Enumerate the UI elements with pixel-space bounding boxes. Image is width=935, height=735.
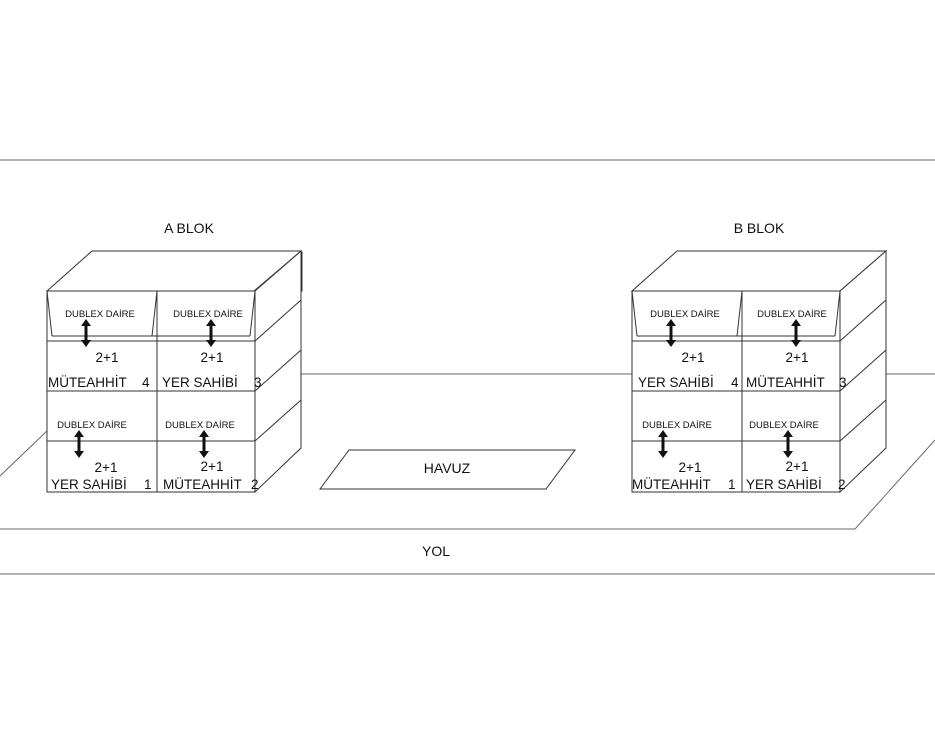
- unit-number: 1: [144, 477, 152, 492]
- site-right-edge: [854, 439, 935, 530]
- double-arrow-icon: [783, 430, 793, 458]
- unit-number: 3: [839, 375, 847, 390]
- pool-outline: [319, 449, 576, 490]
- unit-type: 2+1: [682, 350, 705, 365]
- unit-number: 2: [251, 477, 259, 492]
- unit-type: 2+1: [786, 459, 809, 474]
- a-unit-lower-right: DUBLEX DAİRE 2+1 MÜTEAHHİT 2: [163, 420, 259, 492]
- dublex-label: DUBLEX DAİRE: [642, 420, 712, 431]
- a-unit-upper-left: DUBLEX DAİRE 2+1 MÜTEAHHİT 4: [48, 309, 150, 390]
- unit-type: 2+1: [201, 350, 224, 365]
- unit-type: 2+1: [786, 350, 809, 365]
- dublex-label: DUBLEX DAİRE: [173, 309, 243, 320]
- double-arrow-icon: [199, 430, 209, 458]
- b-unit-upper-right: DUBLEX DAİRE 2+1 MÜTEAHHİT 3: [746, 309, 847, 390]
- b-unit-lower-left: DUBLEX DAİRE 2+1 MÜTEAHHİT 1: [632, 420, 736, 492]
- b-blok-building: [630, 249, 888, 494]
- dublex-label: DUBLEX DAİRE: [749, 420, 819, 431]
- double-arrow-icon: [658, 430, 668, 458]
- road-label: YOL: [422, 543, 450, 559]
- unit-type: 2+1: [679, 460, 702, 475]
- b-blok-side: [839, 249, 887, 494]
- site-left-edge: [0, 429, 49, 477]
- dublex-label: DUBLEX DAİRE: [165, 420, 235, 431]
- unit-type: 2+1: [201, 459, 224, 474]
- pool-label: HAVUZ: [424, 460, 471, 476]
- dublex-label: DUBLEX DAİRE: [757, 309, 827, 320]
- a-blok-title: A BLOK: [164, 220, 214, 236]
- unit-owner: YER SAHİBİ: [638, 375, 714, 390]
- a-unit-upper-right: DUBLEX DAİRE 2+1 YER SAHİBİ 3: [162, 309, 262, 390]
- dublex-label: DUBLEX DAİRE: [57, 420, 127, 431]
- unit-number: 2: [838, 477, 846, 492]
- unit-owner: YER SAHİBİ: [746, 477, 822, 492]
- dublex-label: DUBLEX DAİRE: [650, 309, 720, 320]
- unit-type: 2+1: [95, 460, 118, 475]
- unit-owner: MÜTEAHHİT: [48, 375, 127, 390]
- unit-owner: YER SAHİBİ: [51, 477, 127, 492]
- unit-number: 4: [142, 375, 150, 390]
- double-arrow-icon: [81, 319, 91, 347]
- b-unit-lower-right: DUBLEX DAİRE 2+1 YER SAHİBİ 2: [746, 420, 846, 492]
- double-arrow-icon: [791, 319, 801, 347]
- a-blok-side: [254, 249, 302, 494]
- double-arrow-icon: [74, 430, 84, 458]
- b-blok-title: B BLOK: [734, 220, 785, 236]
- unit-owner: YER SAHİBİ: [162, 375, 238, 390]
- a-blok-building: [45, 249, 303, 494]
- double-arrow-icon: [666, 319, 676, 347]
- unit-number: 1: [728, 477, 736, 492]
- dublex-label: DUBLEX DAİRE: [65, 309, 135, 320]
- unit-number: 3: [254, 375, 262, 390]
- b-unit-upper-left: DUBLEX DAİRE 2+1 YER SAHİBİ 4: [638, 309, 739, 390]
- unit-type: 2+1: [96, 350, 119, 365]
- unit-number: 4: [731, 375, 739, 390]
- a-unit-lower-left: DUBLEX DAİRE 2+1 YER SAHİBİ 1: [51, 420, 152, 492]
- unit-owner: MÜTEAHHİT: [632, 477, 711, 492]
- unit-owner: MÜTEAHHİT: [163, 477, 242, 492]
- unit-owner: MÜTEAHHİT: [746, 375, 825, 390]
- double-arrow-icon: [206, 319, 216, 347]
